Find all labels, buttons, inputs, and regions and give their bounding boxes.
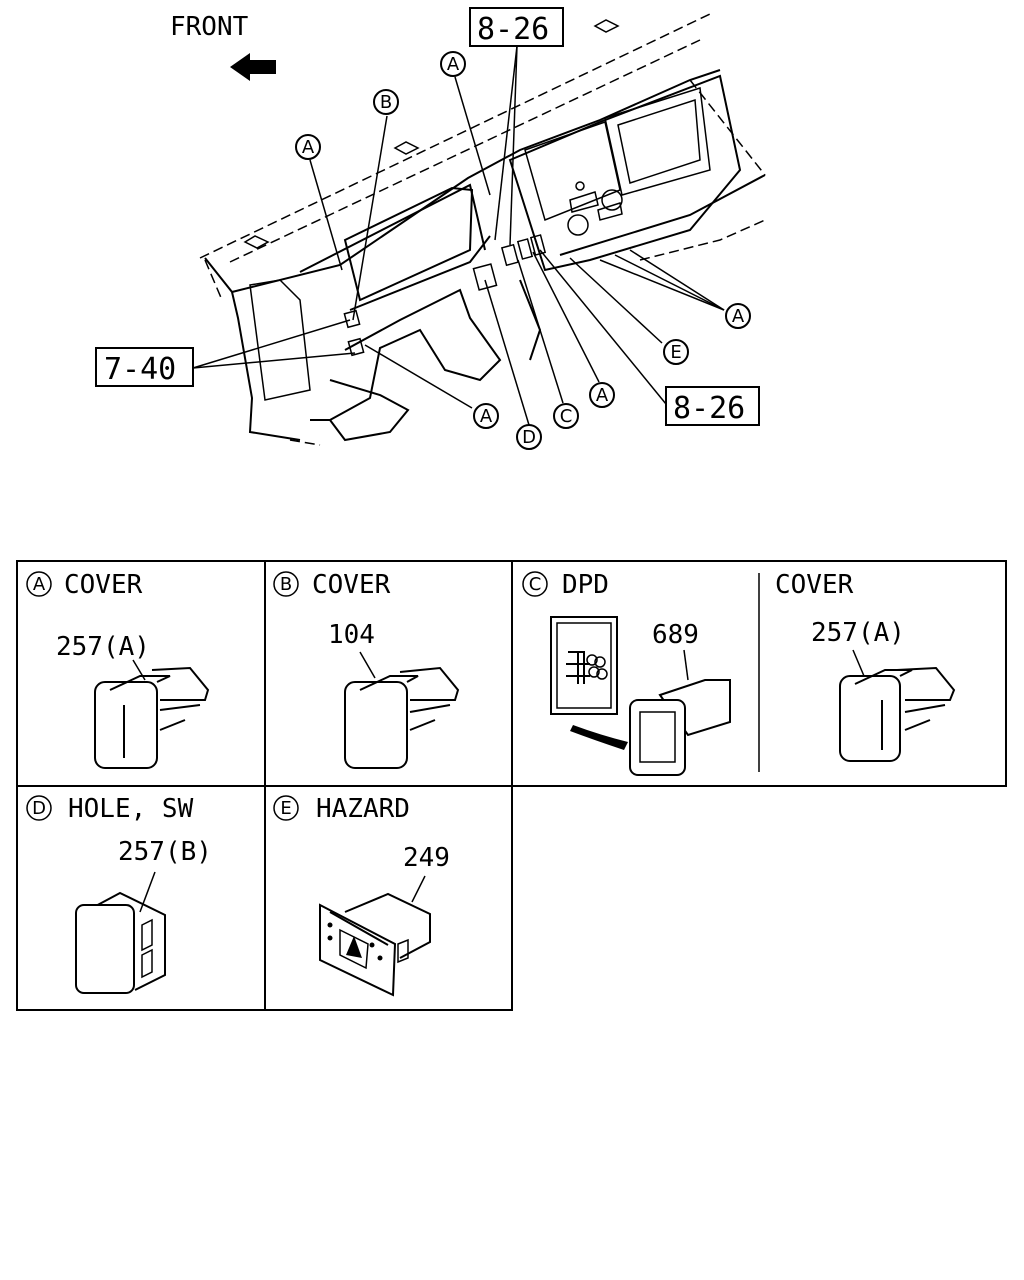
panel-e-hazard[interactable]: E HAZARD 249 (273, 794, 450, 997)
hazard-triangle-icon (346, 936, 362, 958)
panel-c-cover[interactable]: COVER 257(A) (775, 570, 956, 762)
cover-clip-icon (896, 666, 956, 731)
callout-e: E (663, 339, 689, 365)
cover-icon (94, 681, 158, 769)
callout-a-2: A (440, 51, 466, 77)
panel-a-letter: A (33, 574, 46, 595)
cover-icon (839, 675, 901, 762)
callout-a-5: A (473, 403, 499, 429)
cover-clip-icon (151, 666, 210, 731)
ref-label: 8-26 (673, 391, 745, 426)
svg-text:A: A (596, 385, 609, 406)
detail-grid (16, 560, 1007, 1011)
install-arrow-icon (570, 725, 628, 750)
svg-text:E: E (670, 342, 681, 363)
hole-plug-icon (75, 904, 135, 994)
front-arrow-icon (230, 53, 276, 81)
callout-a-1: A (295, 134, 321, 160)
dpd-symbol-panel (550, 616, 618, 715)
panel-a-part-number: 257(A) (56, 632, 150, 662)
leader-lines (192, 45, 725, 426)
callout-b: B (373, 89, 399, 115)
cover-icon (344, 681, 408, 769)
panel-b-cover[interactable]: B COVER 104 (273, 570, 460, 769)
hazard-switch-body-icon (344, 892, 431, 959)
ref-label: 7-40 (104, 352, 176, 387)
panel-b-part-number: 104 (328, 620, 375, 650)
panel-b-title: COVER (312, 570, 391, 600)
ref-box-top-8-26[interactable]: 8-26 (469, 7, 564, 47)
panel-d-hole-sw[interactable]: D HOLE, SW 257(B) (26, 794, 212, 994)
svg-text:A: A (447, 54, 460, 75)
dpd-switch-icon (629, 699, 686, 776)
panel-c-letter: C (529, 574, 542, 595)
panel-c-part-number2: 257(A) (811, 618, 905, 648)
panel-e-title: HAZARD (316, 794, 410, 824)
panel-e-letter: E (280, 798, 291, 819)
panel-b-letter: B (280, 574, 292, 595)
svg-text:D: D (522, 427, 536, 448)
svg-text:C: C (560, 406, 573, 427)
panel-e-part-number: 249 (403, 843, 450, 873)
panel-d-part-number: 257(B) (118, 837, 212, 867)
cover-clip-icon (399, 666, 460, 731)
front-indicator: FRONT (170, 12, 276, 81)
panel-c-dpd[interactable]: C DPD 689 (522, 570, 731, 776)
panel-a-cover[interactable]: A COVER 257(A) (26, 570, 210, 769)
hole-plug-body-icon (91, 891, 166, 991)
dashboard-illustration (199, 13, 766, 446)
ref-box-bottom-8-26[interactable]: 8-26 (665, 386, 760, 426)
panel-c-title: DPD (562, 570, 609, 600)
panel-a-title: COVER (64, 570, 143, 600)
svg-text:B: B (380, 92, 392, 113)
svg-text:A: A (302, 137, 315, 158)
callout-c: C (553, 403, 579, 429)
panel-c-title2: COVER (775, 570, 854, 600)
dpd-filter-icon (566, 651, 608, 684)
ref-label: 8-26 (477, 12, 549, 47)
panel-c-part-number: 689 (652, 620, 699, 650)
panel-d-letter: D (32, 798, 46, 819)
callout-d: D (516, 424, 542, 450)
svg-text:A: A (732, 306, 745, 327)
svg-text:A: A (480, 406, 493, 427)
callout-a-4: A (589, 382, 615, 408)
front-label: FRONT (170, 12, 249, 42)
hazard-switch-icon (319, 903, 397, 997)
panel-d-title: HOLE, SW (68, 794, 194, 824)
ref-box-7-40[interactable]: 7-40 (95, 347, 194, 387)
callout-a-3: A (725, 303, 751, 329)
